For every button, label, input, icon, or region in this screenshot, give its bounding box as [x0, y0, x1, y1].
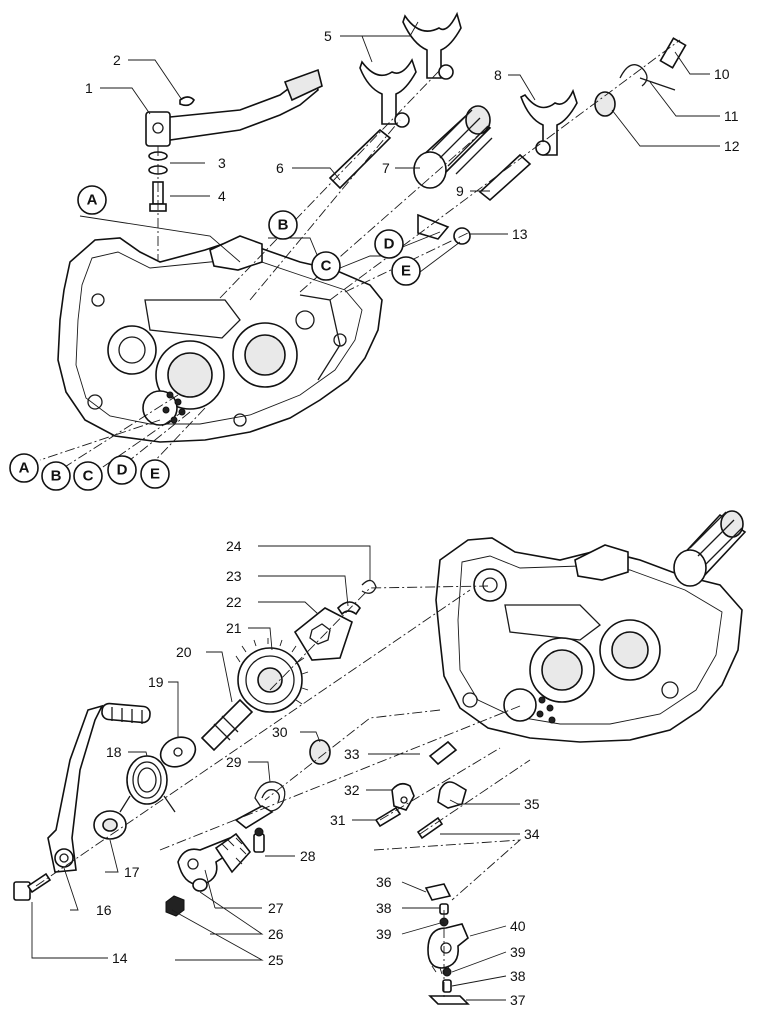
- gear-lever-part-1: [145, 68, 323, 147]
- spring-part-11: [619, 64, 676, 91]
- callout-24: 24: [226, 538, 242, 554]
- callout-3: 3: [218, 155, 226, 171]
- callout-11: 11: [724, 108, 739, 124]
- callout-23: 23: [226, 568, 242, 584]
- callout-16: 16: [96, 902, 112, 918]
- washer-part-19: [159, 736, 197, 768]
- marker-C-bottom: C: [83, 468, 94, 485]
- callout-1: 1: [85, 80, 93, 96]
- bottom-axis-lines: [35, 585, 531, 1000]
- screw-part-31: [374, 806, 402, 828]
- callout-35: 35: [524, 796, 540, 812]
- callout-39-a: 39: [376, 926, 392, 942]
- washer-part-23: [336, 601, 361, 616]
- shaft-part-6: [328, 128, 392, 190]
- marker-A-top: A: [87, 192, 98, 209]
- callout-34: 34: [524, 826, 540, 842]
- callout-4: 4: [218, 188, 226, 204]
- selector-part-40: [427, 923, 469, 975]
- bolt-part-28: [253, 827, 265, 853]
- washer-part-26: [192, 878, 208, 892]
- callout-18: 18: [106, 744, 122, 760]
- bushing-part-17: [93, 810, 127, 840]
- letter-markers: A B C D E A B C D E: [9, 185, 421, 491]
- lever-part-35: [437, 781, 467, 809]
- bottom-leader-lines: [31, 545, 520, 1001]
- callout-labels: 1 2 3 4 5 6 7 8 9 10 11 12 13 24 23 22 2…: [85, 28, 740, 1008]
- ratchet-part-22: [293, 607, 353, 661]
- callout-38-b: 38: [510, 968, 526, 984]
- sector-part-27: [177, 805, 274, 886]
- top-leader-lines: [79, 21, 720, 273]
- bushing-part-30: [309, 739, 331, 765]
- callout-9: 9: [456, 183, 464, 199]
- callout-17: 17: [124, 864, 140, 880]
- marker-D-top: D: [384, 236, 395, 253]
- marker-E-top: E: [401, 263, 411, 280]
- callout-10: 10: [714, 66, 730, 82]
- shift-forks-part-5: [359, 11, 462, 128]
- callout-31: 31: [330, 812, 346, 828]
- callout-30: 30: [272, 724, 288, 740]
- callout-5: 5: [324, 28, 332, 44]
- plate-part-37: [428, 995, 470, 1005]
- plate-part-13: [417, 213, 471, 245]
- spring-part-18: [119, 755, 176, 813]
- callout-19: 19: [148, 674, 164, 690]
- crankcase-top: [57, 235, 383, 443]
- callout-21: 21: [226, 620, 242, 636]
- callout-40: 40: [510, 918, 526, 934]
- pin-part-33: [428, 740, 458, 766]
- fork-part-8: [520, 88, 578, 156]
- kick-lever-part-16: [47, 702, 151, 873]
- bolt-part-10: [659, 37, 687, 69]
- callout-22: 22: [226, 594, 242, 610]
- marker-B-top: B: [278, 217, 289, 234]
- shaft-part-9: [478, 153, 532, 202]
- callout-8: 8: [494, 67, 502, 83]
- shim-part-36: [424, 883, 452, 901]
- callout-7: 7: [382, 160, 390, 176]
- crankcase-bottom: [435, 537, 743, 743]
- callout-13: 13: [512, 226, 528, 242]
- callout-27: 27: [268, 900, 284, 916]
- marker-B-bottom: B: [51, 468, 62, 485]
- callout-2: 2: [113, 52, 121, 68]
- shaft-part-20: [200, 698, 254, 752]
- gear-drum-bottom: [673, 510, 747, 587]
- callout-33: 33: [344, 746, 360, 762]
- callout-26: 26: [268, 926, 284, 942]
- marker-D-bottom: D: [117, 462, 128, 479]
- bolt-part-14: [13, 872, 52, 901]
- spring-part-38b: [442, 979, 452, 993]
- callout-25: 25: [268, 952, 284, 968]
- clip-part-2: [179, 96, 195, 107]
- circlip-part-24: [361, 579, 377, 594]
- callout-20: 20: [176, 644, 192, 660]
- marker-A-bottom: A: [19, 460, 30, 477]
- marker-E-bottom: E: [150, 466, 160, 483]
- gear-drum-part-7: [413, 105, 493, 189]
- callout-36: 36: [376, 874, 392, 890]
- plate-part-32: [391, 782, 415, 811]
- spring-part-29: [254, 781, 286, 812]
- callout-12: 12: [724, 138, 740, 154]
- callout-39-b: 39: [510, 944, 526, 960]
- callout-28: 28: [300, 848, 316, 864]
- callout-32: 32: [344, 782, 360, 798]
- callout-37: 37: [510, 992, 526, 1008]
- callout-38-a: 38: [376, 900, 392, 916]
- screw-part-34: [416, 816, 444, 840]
- nut-part-25: [165, 895, 185, 917]
- marker-C-top: C: [321, 258, 332, 275]
- bushing-part-12: [594, 91, 616, 117]
- ball-part-39b: [442, 967, 452, 977]
- callout-6: 6: [276, 160, 284, 176]
- callout-29: 29: [226, 754, 242, 770]
- callout-14: 14: [112, 950, 128, 966]
- gear-part-21: [235, 638, 309, 713]
